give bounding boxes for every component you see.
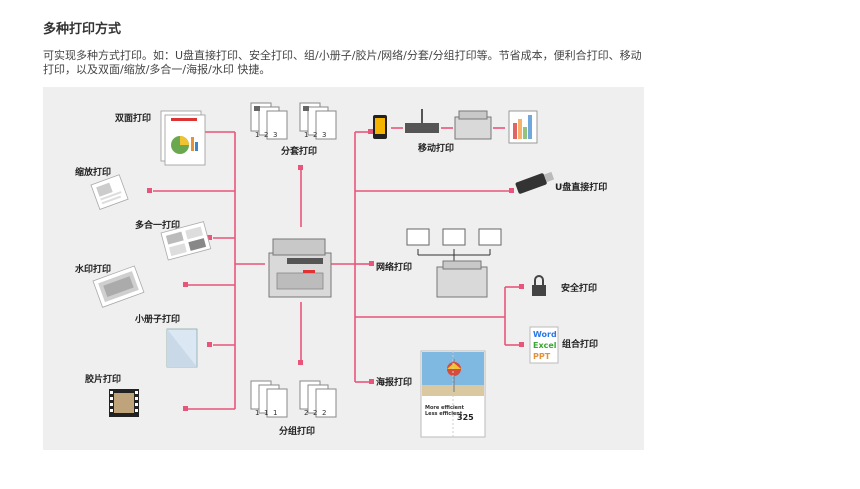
color-chart-pages-icon	[508, 110, 538, 144]
collate-page-6: 3	[322, 131, 326, 139]
office-app-ppt: PPT	[533, 352, 551, 361]
poster-text-1: More efficient	[425, 405, 465, 411]
print-methods-diagram: 双面打印 缩放打印 多合一打印 水印打印 小册子打印 胶片打印	[43, 87, 644, 450]
office-app-word: Word	[533, 330, 557, 339]
label-group: 分组打印	[279, 425, 315, 437]
label-zoom: 缩放打印	[75, 166, 111, 178]
label-watermark: 水印打印	[75, 263, 111, 275]
label-multi-up: 多合一打印	[135, 219, 180, 231]
label-booklet: 小册子打印	[134, 313, 180, 325]
central-printer-icon	[268, 238, 332, 298]
section-description: 可实现多种方式打印。如：U盘直接打印、安全打印、组/小册子/胶片/网络/分套/分…	[43, 49, 642, 76]
booklet-icon	[166, 328, 198, 368]
poster-number: 325	[457, 413, 474, 422]
lock-icon	[532, 275, 546, 296]
group-sets-icon	[250, 380, 337, 418]
mobile-printer-icon	[454, 110, 492, 140]
diagram-canvas: 双面打印 缩放打印 多合一打印 水印打印 小册子打印 胶片打印	[75, 102, 607, 438]
office-app-excel: Excel	[533, 341, 557, 350]
label-poster: 海报打印	[376, 376, 412, 388]
label-network: 网络打印	[376, 261, 412, 273]
router-icon	[405, 109, 439, 133]
office-apps-box	[529, 326, 559, 364]
collate-page-3: 3	[273, 131, 277, 139]
label-secure: 安全打印	[561, 282, 597, 294]
collate-sets-icon	[250, 102, 337, 140]
collate-page-5: 2	[313, 131, 317, 139]
group-page-5: 2	[313, 409, 317, 417]
collate-page-1: 1	[255, 131, 259, 139]
connector-lines	[153, 131, 521, 410]
group-page-1: 1	[255, 409, 259, 417]
label-collate: 分套打印	[281, 145, 317, 157]
collate-page-4: 1	[304, 131, 308, 139]
duplex-document-icon	[160, 110, 206, 166]
film-icon	[109, 389, 139, 417]
smartphone-icon	[373, 115, 387, 139]
collate-page-2: 2	[264, 131, 268, 139]
group-page-6: 2	[322, 409, 326, 417]
group-page-3: 1	[273, 409, 277, 417]
label-combined: 组合打印	[562, 338, 598, 350]
section-title: 多种打印方式	[43, 22, 122, 37]
poster-text-2: Less efficient	[425, 411, 463, 417]
multi-up-document-icon	[160, 221, 212, 261]
label-film: 胶片打印	[85, 373, 121, 385]
label-mobile: 移动打印	[418, 142, 454, 154]
zoom-document-icon	[90, 174, 129, 210]
watermark-document-icon	[92, 265, 145, 308]
network-computers-icon	[406, 228, 502, 298]
group-page-2: 1	[264, 409, 268, 417]
group-page-4: 2	[304, 409, 308, 417]
usb-drive-icon	[515, 171, 555, 194]
label-duplex: 双面打印	[115, 112, 151, 124]
poster-image	[420, 350, 486, 438]
label-usb: U盘直接打印	[555, 181, 607, 193]
